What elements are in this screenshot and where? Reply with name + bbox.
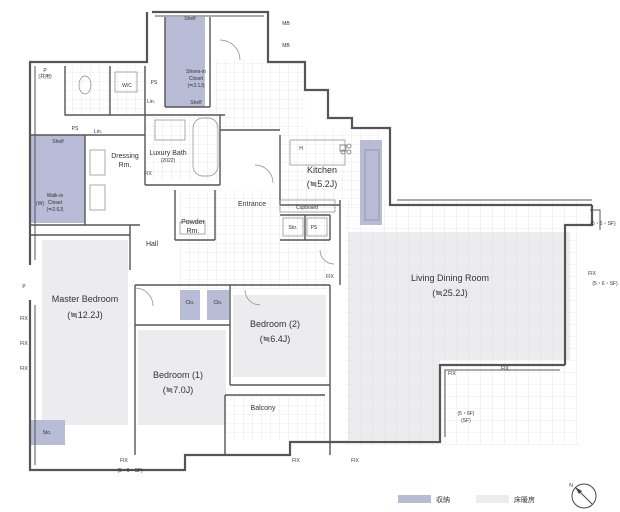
fix-label-10: FIX (326, 274, 334, 280)
bedroom1-label: Bedroom (1) (153, 370, 203, 380)
living-dining-label: Living Dining Room (411, 273, 489, 283)
shelf-label-3: Shelf (52, 139, 64, 145)
fix-label-4: FIX (292, 458, 300, 464)
fix-label-8: FIX (588, 271, 596, 277)
h-label: H (299, 146, 303, 152)
dim-right: (5・6・SF) (592, 281, 618, 287)
powder-rm-label: Rm. (187, 228, 200, 235)
dim-top-right: (5・6・SF) (590, 221, 616, 227)
entrance-label: Entrance (238, 201, 266, 208)
clo-label-2: Clo. (214, 300, 223, 306)
bedroom1-size: (≒7.0J) (163, 385, 194, 395)
kitchen-label: Kitchen (307, 165, 337, 175)
dressing-rm-label: Rm. (119, 162, 132, 169)
fix-label-7: FIX (20, 366, 28, 372)
fix-label-3: FIX (501, 366, 509, 372)
wc-label: W/C (122, 83, 132, 89)
master-bedroom-label: Master Bedroom (52, 294, 119, 304)
sto-label-2: Sto. (289, 225, 298, 231)
exterior-walls (28, 10, 594, 472)
mb-label-2: MB (282, 43, 290, 49)
kitchen-size: (≒5.2J) (307, 179, 338, 189)
luxury-bath-size: (2022) (161, 158, 176, 164)
p-label: P (43, 68, 47, 74)
walkin-closet-label2: Closet (48, 200, 63, 206)
legend-storage-label: 収納 (436, 495, 450, 504)
luxury-bath-label: Luxury Bath (149, 150, 186, 157)
mb-label-1: MB (282, 21, 290, 27)
shoes-closet-size: (≒3.1J) (188, 83, 205, 89)
dressing-label: Dressing (111, 153, 139, 160)
fix-label-2: FIX (351, 458, 359, 464)
master-bedroom-size: (≒12.2J) (67, 310, 103, 320)
p-sub-label: (共用) (38, 73, 52, 80)
bedroom2-label: Bedroom (2) (250, 319, 300, 329)
svg-text:N: N (569, 483, 573, 489)
north-compass-icon: N (569, 483, 597, 509)
wic-label: (W) (36, 201, 44, 207)
walkin-closet-label: Walk-in (47, 193, 64, 199)
ps-label-1: PS (151, 80, 158, 86)
dim-bottom: (5・6・SF) (117, 468, 143, 474)
sto-label-1: Sto. (43, 430, 52, 436)
legend-heating-label: 床暖房 (514, 495, 535, 504)
fix-label-11: FIX (448, 371, 456, 377)
powder-label: Powder (181, 219, 205, 226)
shoes-closet-label2: Closet (189, 76, 204, 82)
dim-balcony-2: (SF) (461, 418, 471, 424)
hall-label: Hall (146, 241, 159, 248)
walkin-closet-size: (≒2.6J) (47, 207, 64, 213)
p-label-side: P (22, 284, 26, 290)
heating-bed1 (138, 330, 226, 425)
fix-label-1: FIX (120, 458, 128, 464)
clo-label-1: Clo. (186, 300, 195, 306)
legend-heating-swatch (476, 495, 509, 503)
shelf-label-2: Shelf (190, 100, 202, 106)
heating-master (42, 240, 128, 425)
interior-walls (30, 17, 341, 455)
shoes-closet-label: Shoes-in (186, 69, 206, 75)
legend-storage-swatch (398, 495, 431, 503)
ps-label-3: PS (311, 225, 318, 231)
shelf-label-1: Shelf (184, 16, 196, 22)
storage-areas (30, 17, 382, 445)
bedroom2-size: (≒6.4J) (260, 334, 291, 344)
living-dining-size: (≒25.2J) (432, 288, 468, 298)
exterior-walls-outline (34, 15, 601, 465)
dim-balcony: (5・6F) (458, 411, 475, 417)
balcony-label: Balcony (251, 405, 276, 412)
heating-bed2 (233, 295, 326, 377)
cupboard-label: Cupboard (296, 205, 318, 211)
fix-label-5: FIX (20, 316, 28, 322)
fix-label-9: FIX (144, 171, 152, 177)
lin-label-2: Lin. (94, 129, 102, 135)
fix-label-6: FIX (20, 341, 28, 347)
fixtures (78, 39, 380, 307)
ps-label-2: PS (72, 126, 79, 132)
lin-label-1: Lin. (147, 99, 155, 105)
